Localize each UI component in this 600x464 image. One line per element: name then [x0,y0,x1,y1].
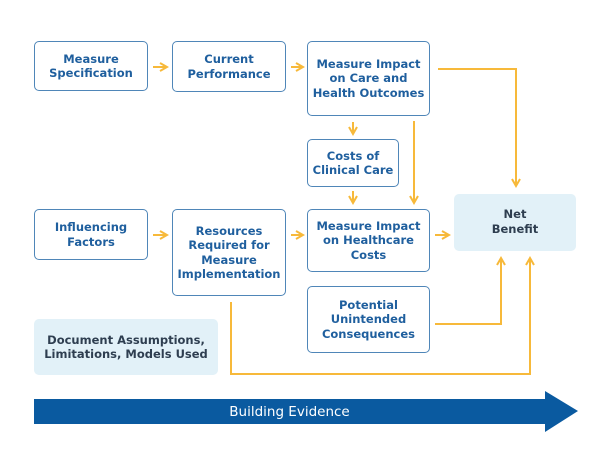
node-measure-specification: Measure Specification [34,41,148,91]
node-impact-healthcare-costs: Measure Impact on Healthcare Costs [307,209,430,272]
building-evidence-label: Building Evidence [229,403,350,420]
node-net-benefit: Net Benefit [454,194,576,251]
node-influencing-factors: Influencing Factors [34,209,148,260]
node-costs-clinical-care: Costs of Clinical Care [307,139,399,187]
arrow-impact-to-net [438,68,521,189]
arrow-resources-to-net [230,255,535,375]
node-document-assumptions: Document Assumptions, Limitations, Model… [34,319,218,375]
node-unintended-consequences: Potential Unintended Consequences [307,286,430,353]
node-current-performance: Current Performance [172,41,286,92]
building-evidence-arrow [34,391,578,432]
node-impact-care-outcomes: Measure Impact on Care and Health Outcom… [307,41,430,116]
arrow-unintended-to-net [435,255,506,325]
node-resources-required: Resources Required for Measure Implement… [172,209,286,296]
